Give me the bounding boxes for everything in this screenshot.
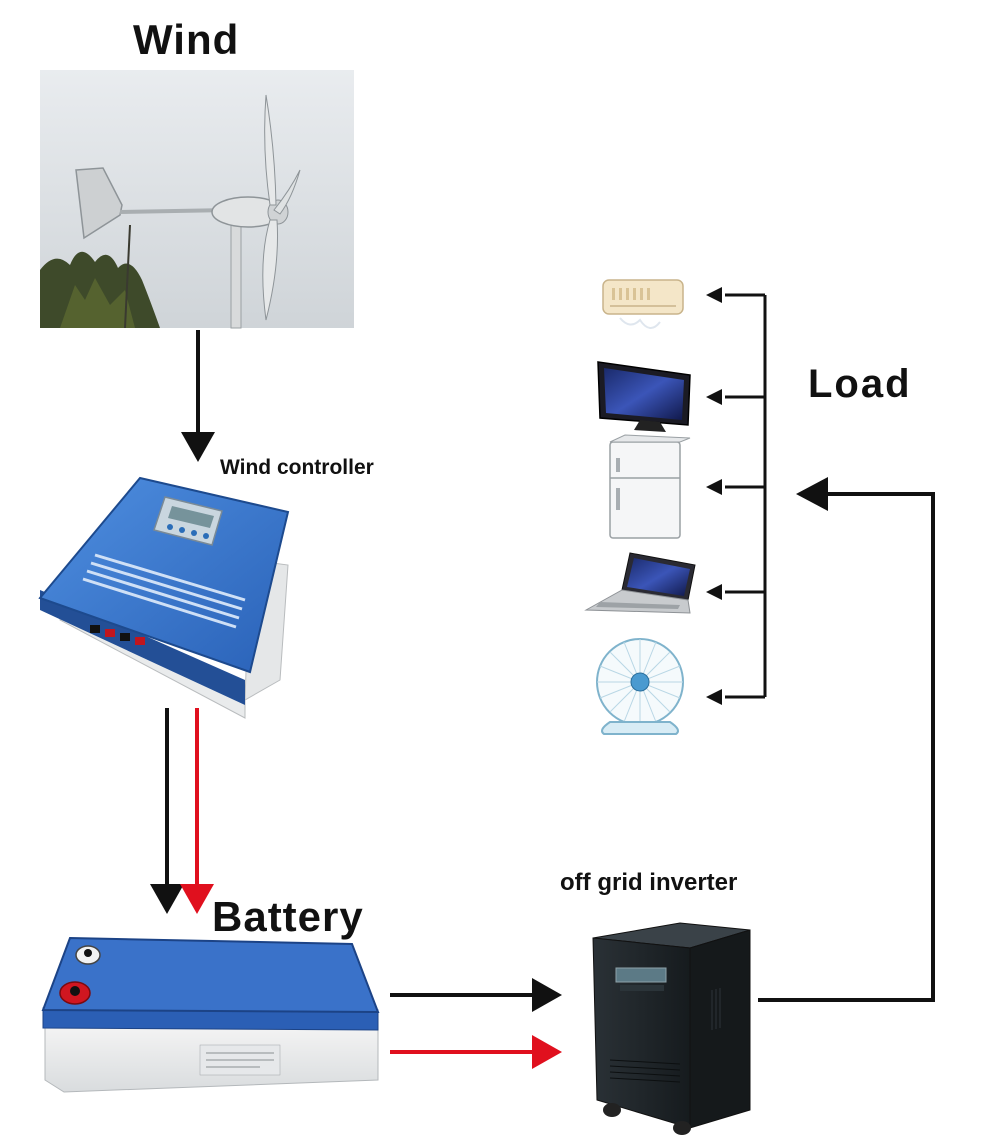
inverter-label: off grid inverter (560, 869, 738, 896)
wind-controller-unit (38, 476, 290, 719)
tv-icon (597, 361, 691, 432)
arrow-wind-to-controller (181, 330, 215, 462)
air-conditioner-icon (602, 279, 684, 329)
arrows-controller-to-battery (150, 708, 214, 914)
fan-icon (596, 638, 684, 735)
wind-turbine-photo (40, 70, 354, 329)
load-distribution-bus (706, 287, 767, 705)
load-label: Load (808, 362, 912, 406)
battery-unit (41, 936, 380, 1093)
refrigerator-icon (609, 434, 691, 539)
off-grid-inverter-unit (592, 922, 751, 1135)
wind-label: Wind (133, 16, 240, 63)
arrows-battery-to-inverter (390, 978, 562, 1069)
laptop-icon (584, 552, 696, 614)
battery-label: Battery (212, 893, 364, 940)
arrow-inverter-to-load (758, 477, 935, 1002)
wind-controller-label: Wind controller (220, 456, 374, 479)
